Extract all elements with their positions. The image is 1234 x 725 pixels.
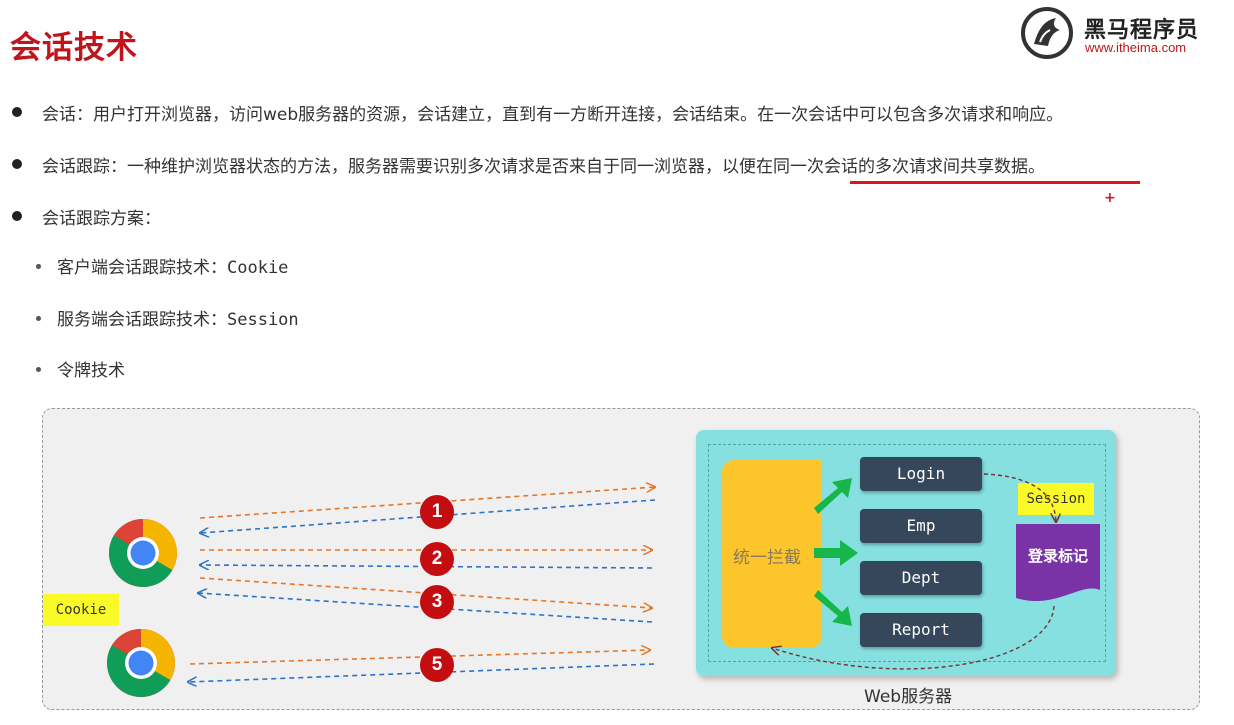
request-arrow-5	[189, 650, 650, 665]
cookie-label: Cookie	[43, 594, 119, 626]
logo-brand-name: 黑马程序员	[1084, 18, 1200, 43]
bullet-text: 会话：用户打开浏览器，访问web服务器的资源，会话建立，直到有一方断开连接，会话…	[42, 105, 1064, 125]
request-number-badge: 5	[420, 648, 454, 682]
bullet-text-highlight: 同一次会话的多次请求间共享数据。	[773, 157, 1045, 177]
itheima-logo: 黑马程序员 www.itheima.com	[1020, 6, 1220, 62]
web-server-label: Web服务器	[864, 687, 953, 707]
unified-intercept-block	[722, 460, 822, 648]
login-flag-label: 登录标记	[1027, 547, 1088, 565]
plus-annotation: +	[1104, 190, 1116, 206]
chrome-browser-icon	[108, 518, 177, 587]
bullet-text-before: 会话跟踪：一种维护浏览器状态的方法，服务器需要识别多次请求是否来自于同一浏览器，…	[42, 157, 773, 177]
sub-bullet-token: 令牌技术	[36, 356, 125, 381]
horse-logo-icon	[1021, 7, 1073, 59]
login-flag-icon	[1016, 524, 1100, 602]
green-dispatch-arrows	[814, 478, 858, 626]
request-number-badge: 1	[420, 495, 454, 529]
bullet-text: 会话跟踪：一种维护浏览器状态的方法，服务器需要识别多次请求是否来自于同一浏览器，…	[42, 152, 1045, 177]
bullet-dot	[12, 211, 22, 221]
green-arrow-dept	[814, 590, 852, 626]
sub-bullet-mono: Cookie	[227, 258, 289, 278]
logo-url: www.itheima.com	[1085, 40, 1187, 55]
request-number-badge: 2	[420, 542, 454, 576]
sub-bullet-label: 服务端会话跟踪技术：	[57, 310, 227, 330]
sub-bullet-mono: Session	[227, 310, 299, 330]
sub-bullet-dot	[36, 263, 41, 269]
servlet-dept: Dept	[860, 561, 982, 595]
request-number-badge: 3	[420, 585, 454, 619]
intercept-label: 统一拦截	[733, 548, 801, 568]
green-arrow-emp	[814, 540, 858, 566]
sub-bullet-session: 服务端会话跟踪技术：Session	[36, 305, 299, 330]
response-arrow-5	[188, 663, 655, 682]
servlet-login: Login	[860, 457, 982, 491]
flag-to-intercept-curve	[772, 605, 1055, 670]
servlet-emp: Emp	[860, 509, 982, 543]
servlet-report: Report	[860, 613, 982, 647]
sub-bullet-dot	[36, 366, 41, 372]
sub-bullet-label: 客户端会话跟踪技术：	[57, 258, 227, 278]
bullet-dot	[12, 159, 22, 169]
login-to-session-curve	[983, 473, 1056, 522]
green-arrow-login	[814, 478, 852, 514]
sub-bullet-label: 令牌技术	[57, 361, 125, 381]
sub-bullet-cookie: 客户端会话跟踪技术：Cookie	[36, 253, 288, 278]
web-server-inner-border	[708, 444, 1106, 662]
bullet-text: 会话跟踪方案：	[42, 209, 161, 229]
sub-bullet-dot	[36, 315, 41, 321]
bullet-dot	[12, 107, 22, 117]
page-title: 会话技术	[10, 30, 138, 66]
session-label: Session	[1018, 483, 1094, 515]
chrome-browser-icon	[106, 628, 175, 697]
red-underline-annotation	[850, 181, 1140, 184]
